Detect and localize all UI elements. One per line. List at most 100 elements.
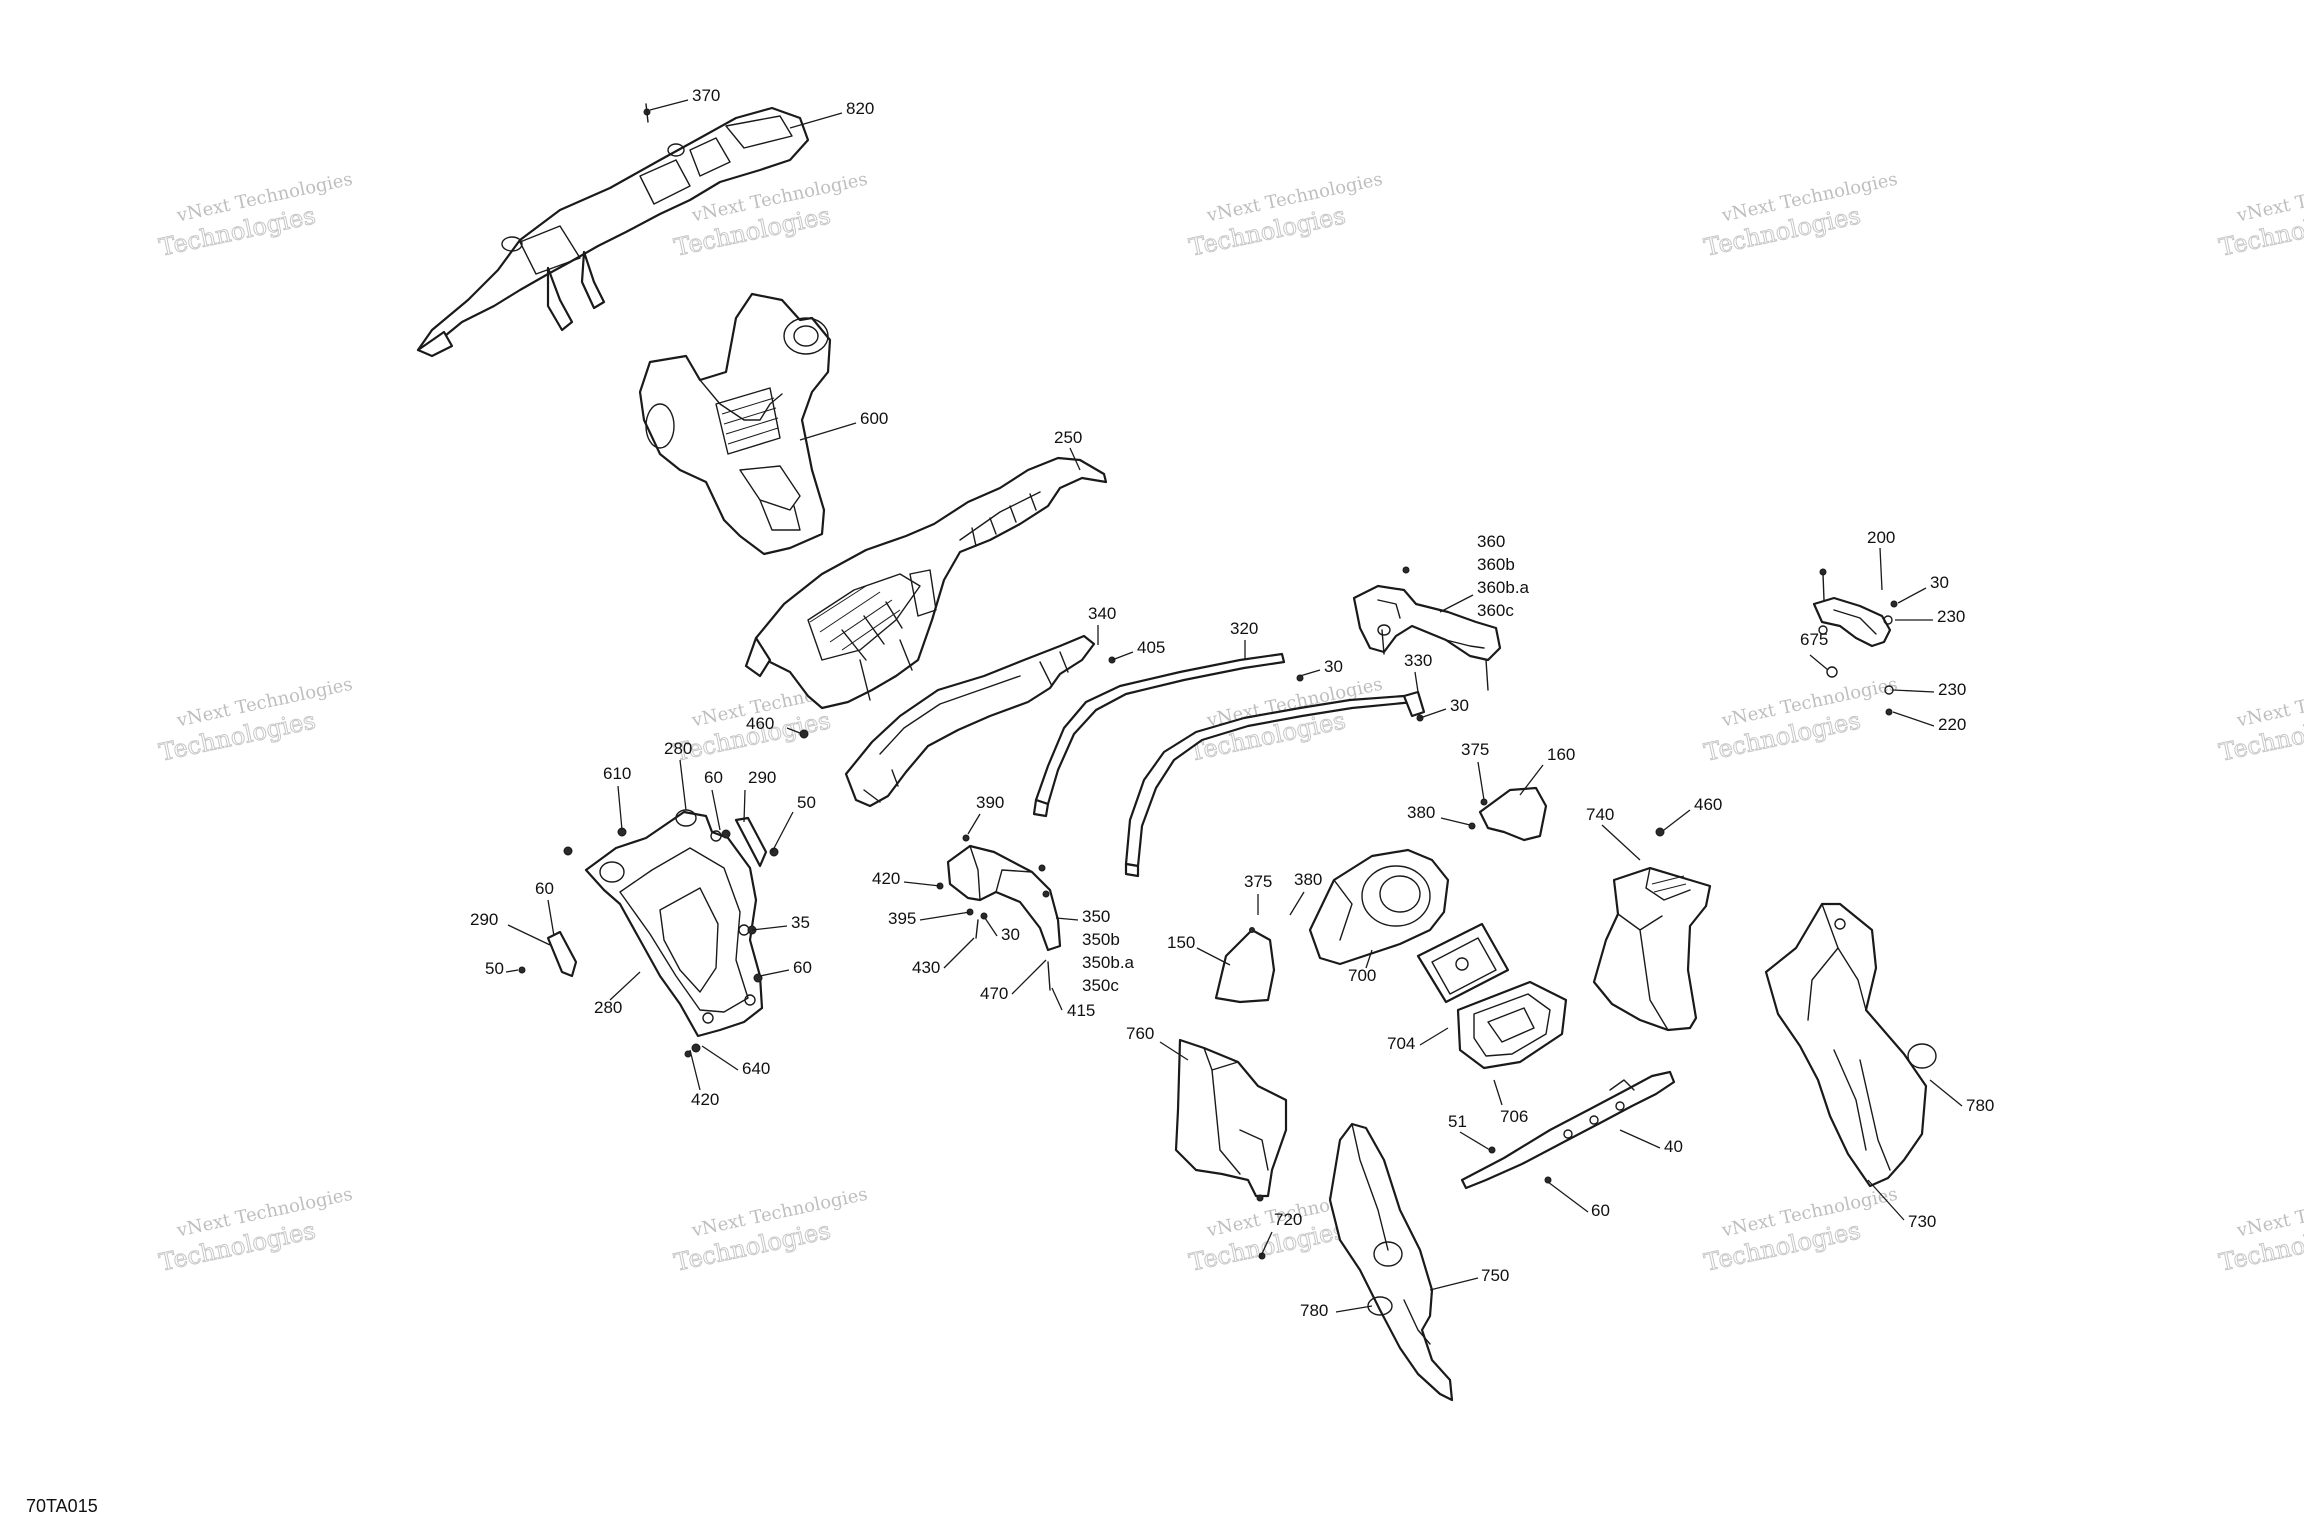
callout-label-c35: 35 (791, 913, 810, 932)
callout-label-c350c: 350c (1082, 976, 1119, 995)
callout-label-c30c: 30 (1450, 696, 1469, 715)
part-760-lower-panel (1174, 1038, 1288, 1198)
leader-line-c60b (547, 899, 555, 937)
callout-label-c740: 740 (1586, 805, 1614, 824)
leader-line-c30d (984, 917, 998, 937)
callout-label-c360b: 360b (1477, 555, 1515, 574)
callout-label-c610: 610 (603, 764, 631, 783)
leader-line-c290a (743, 789, 746, 823)
callout-label-c30b: 30 (1324, 657, 1343, 676)
callout-label-c50a: 50 (797, 793, 816, 812)
callout-layer: 370820600250360360b360b.a360c20030230675… (470, 86, 1994, 1320)
leader-line-c430 (943, 937, 975, 969)
callout-label-c470: 470 (980, 984, 1008, 1003)
part-350-roll-bar-bracket (946, 844, 1062, 952)
callout-label-c430: 430 (912, 958, 940, 977)
part-750-lower-panel (1328, 1122, 1454, 1402)
leader-line-c60c (759, 969, 790, 977)
leader-line-c390 (967, 813, 981, 835)
callout-label-c280a: 280 (664, 739, 692, 758)
leader-line-c640 (701, 1045, 739, 1071)
part-360-overhead-bracket (1352, 584, 1502, 662)
callout-label-c395: 395 (888, 909, 916, 928)
callout-label-c30d: 30 (1001, 925, 1020, 944)
callout-label-c405: 405 (1137, 638, 1165, 657)
leader-line-c30c (1419, 708, 1447, 719)
callout-label-c220: 220 (1938, 715, 1966, 734)
leader-line-c250 (1069, 447, 1081, 471)
leader-line-c704 (1419, 1027, 1449, 1046)
leader-line-c610 (617, 785, 623, 831)
leader-line-c675 (1809, 654, 1829, 671)
callout-label-c420b: 420 (691, 1090, 719, 1109)
leader-line-c700 (1365, 949, 1373, 969)
leader-line-c460a (786, 727, 801, 734)
callout-label-c350b: 350b (1082, 930, 1120, 949)
part-320-roof-tube (1032, 652, 1286, 818)
leader-line-c740 (1601, 824, 1641, 861)
callout-label-c350: 350 (1082, 907, 1110, 926)
part-730-side-panel (1764, 902, 1937, 1188)
part-700-gauge-housing (1308, 848, 1450, 966)
callout-label-c360c: 360c (1477, 601, 1514, 620)
leader-line-c280b (609, 971, 641, 1001)
leader-line-c230b (1892, 689, 1935, 693)
callout-label-c380b: 380 (1294, 870, 1322, 889)
callout-label-c704: 704 (1387, 1034, 1415, 1053)
callout-label-c600: 600 (860, 409, 888, 428)
leader-line-c750 (1429, 1277, 1479, 1291)
callout-label-c375a: 375 (1461, 740, 1489, 759)
leader-line-c200 (1879, 547, 1883, 591)
leader-line-c370 (649, 99, 689, 111)
callout-label-c640: 640 (742, 1059, 770, 1078)
leader-line-c30b (1299, 669, 1321, 677)
leader-line-c280a (679, 759, 687, 811)
diagram-reference-code: 70TA015 (26, 1496, 98, 1516)
leader-line-c350 (1055, 917, 1079, 921)
callout-label-c51: 51 (1448, 1112, 1467, 1131)
callout-label-c780b: 780 (1300, 1301, 1328, 1320)
callout-label-c290b: 290 (470, 910, 498, 929)
part-340-dash-side-rail (844, 634, 1096, 808)
callout-label-c415: 415 (1067, 1001, 1095, 1020)
callout-label-c30a: 30 (1930, 573, 1949, 592)
leader-line-c820 (789, 112, 843, 129)
leader-line-c50b (505, 969, 519, 973)
callout-label-c780a: 780 (1966, 1096, 1994, 1115)
callout-label-c750: 750 (1481, 1266, 1509, 1285)
leader-line-c375a (1477, 761, 1485, 801)
callout-label-c230b: 230 (1938, 680, 1966, 699)
leader-line-c290b (507, 924, 551, 946)
callout-label-c706: 706 (1500, 1107, 1528, 1126)
callout-label-c375b: 375 (1244, 872, 1272, 891)
leader-line-c415 (1051, 987, 1063, 1011)
callout-label-c460a: 460 (746, 714, 774, 733)
callout-label-c700: 700 (1348, 966, 1376, 985)
leader-line-c380a (1440, 817, 1471, 826)
callout-label-c720: 720 (1274, 1210, 1302, 1229)
callout-label-c50b: 50 (485, 959, 504, 978)
callout-label-c820: 820 (846, 99, 874, 118)
leader-line-c220 (1892, 711, 1935, 727)
callout-label-c360: 360 (1477, 532, 1505, 551)
callout-label-c370: 370 (692, 86, 720, 105)
leader-line-c330 (1414, 671, 1419, 693)
callout-label-c60c: 60 (793, 958, 812, 977)
part-160-cover (1478, 786, 1548, 842)
callout-label-c760: 760 (1126, 1024, 1154, 1043)
part-250-dashboard-main-frame (744, 456, 1108, 710)
leader-line-c40 (1619, 1129, 1661, 1149)
leader-line-c780a (1929, 1079, 1963, 1107)
callout-label-c675: 675 (1800, 630, 1828, 649)
leader-line-c51 (1459, 1131, 1491, 1151)
leader-line-c60a (711, 789, 721, 831)
callout-label-c330: 330 (1404, 651, 1432, 670)
